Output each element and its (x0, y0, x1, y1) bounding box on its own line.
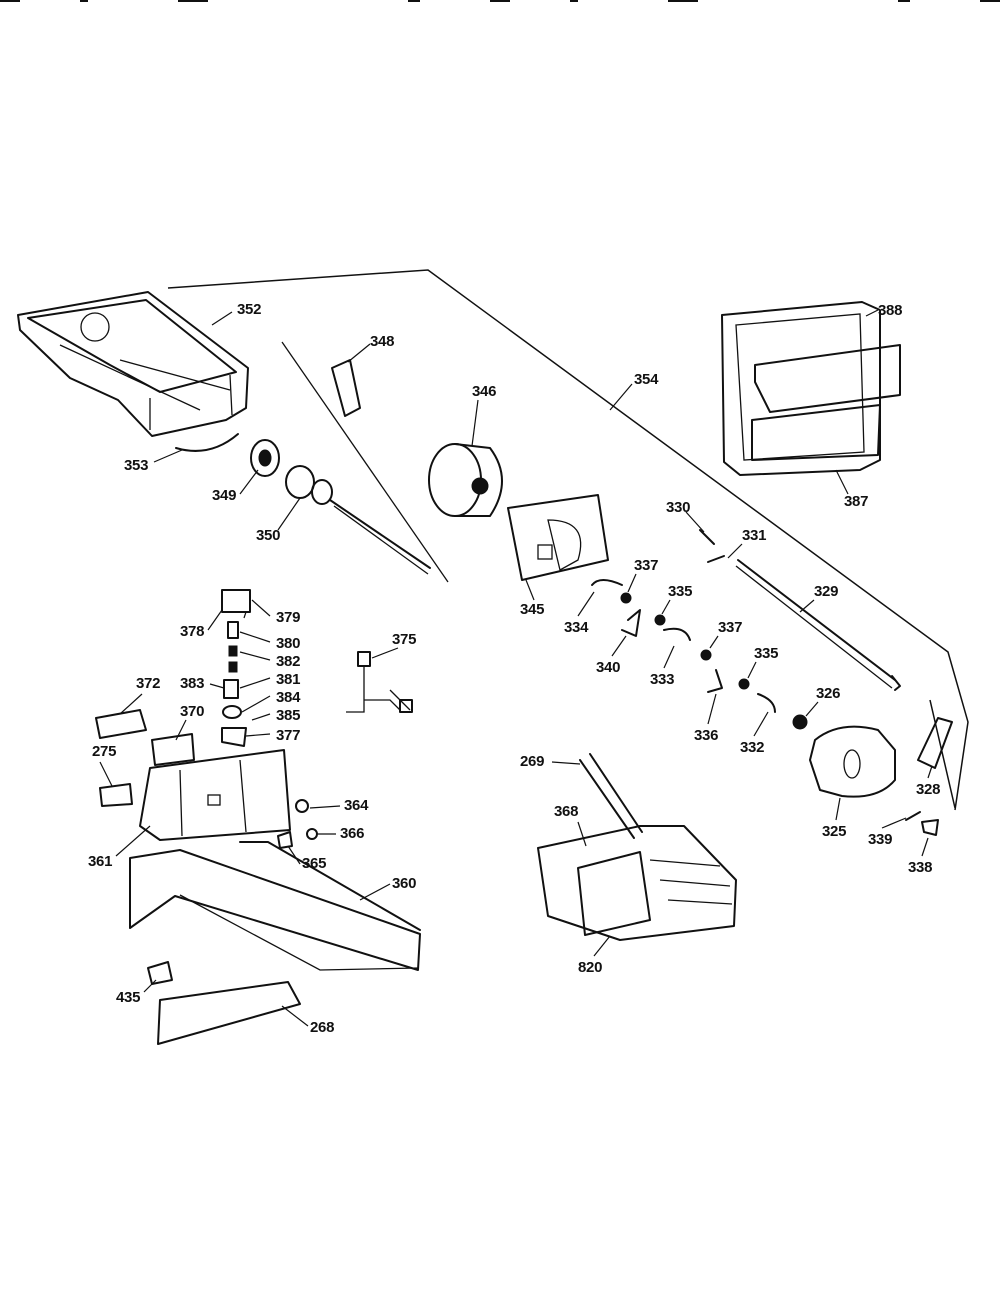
base-rails-360 (129, 841, 421, 971)
label-383: 383 (180, 675, 204, 692)
ice-maker-368-820 (537, 825, 737, 941)
linkage-329-331 (699, 529, 901, 691)
control-box-361 (139, 749, 291, 841)
label-268: 268 (310, 1019, 334, 1036)
label-385: 385 (276, 707, 300, 724)
label-365: 365 (302, 855, 326, 872)
label-820: 820 (578, 959, 602, 976)
label-349: 349 (212, 487, 236, 504)
label-332: 332 (740, 739, 764, 756)
label-333: 333 (650, 671, 674, 688)
label-352: 352 (237, 301, 261, 318)
blade-348 (281, 341, 449, 583)
label-334: 334 (564, 619, 589, 636)
label-340: 340 (596, 659, 620, 676)
label-360: 360 (392, 875, 416, 892)
label-346: 346 (472, 383, 496, 400)
label-388: 388 (878, 302, 902, 319)
label-325: 325 (822, 823, 846, 840)
label-366: 366 (340, 825, 364, 842)
door-frame-388-387 (721, 301, 901, 476)
label-382: 382 (276, 653, 300, 670)
label-364: 364 (344, 797, 369, 814)
label-350: 350 (256, 527, 280, 544)
label-368: 368 (554, 803, 578, 820)
motor-346 (428, 443, 503, 517)
label-377: 377 (276, 727, 300, 744)
label-335b: 335 (754, 645, 778, 662)
label-326: 326 (816, 685, 840, 702)
auger-350 (285, 465, 431, 575)
mounting-plate-345 (507, 494, 609, 581)
assembly-frame-354 (167, 269, 969, 811)
label-336: 336 (694, 727, 718, 744)
label-345: 345 (520, 601, 544, 618)
tube-269 (579, 753, 643, 839)
label-378: 378 (180, 623, 204, 640)
label-435: 435 (116, 989, 140, 1006)
label-335a: 335 (668, 583, 692, 600)
label-331: 331 (742, 527, 766, 544)
label-339: 339 (868, 831, 892, 848)
label-275: 275 (92, 743, 116, 760)
label-337b: 337 (718, 619, 742, 636)
label-328: 328 (916, 781, 940, 798)
label-381: 381 (276, 671, 300, 688)
label-337a: 337 (634, 557, 658, 574)
label-370: 370 (180, 703, 204, 720)
label-329: 329 (814, 583, 838, 600)
label-330: 330 (666, 499, 690, 516)
ice-bucket-352 (17, 291, 249, 452)
part-labels: 352 348 346 354 388 387 353 349 350 345 … (88, 301, 940, 1036)
lower-parts (147, 961, 301, 1045)
label-387: 387 (844, 493, 868, 510)
label-361: 361 (88, 853, 112, 870)
valve-stack (221, 589, 251, 747)
label-269: 269 (520, 753, 544, 770)
small-parts (277, 799, 318, 849)
label-375: 375 (392, 631, 416, 648)
cover-325 (809, 717, 953, 836)
switch-harness-375 (346, 651, 413, 713)
label-354: 354 (634, 371, 659, 388)
label-348: 348 (370, 333, 394, 350)
label-338: 338 (908, 859, 932, 876)
label-379: 379 (276, 609, 300, 626)
gear-349 (250, 439, 280, 477)
label-384: 384 (276, 689, 301, 706)
label-leaders (99, 511, 933, 1027)
label-380: 380 (276, 635, 300, 652)
label-372: 372 (136, 675, 160, 692)
arm-and-washers (591, 579, 808, 730)
leader-lines (153, 309, 879, 631)
label-353: 353 (124, 457, 148, 474)
